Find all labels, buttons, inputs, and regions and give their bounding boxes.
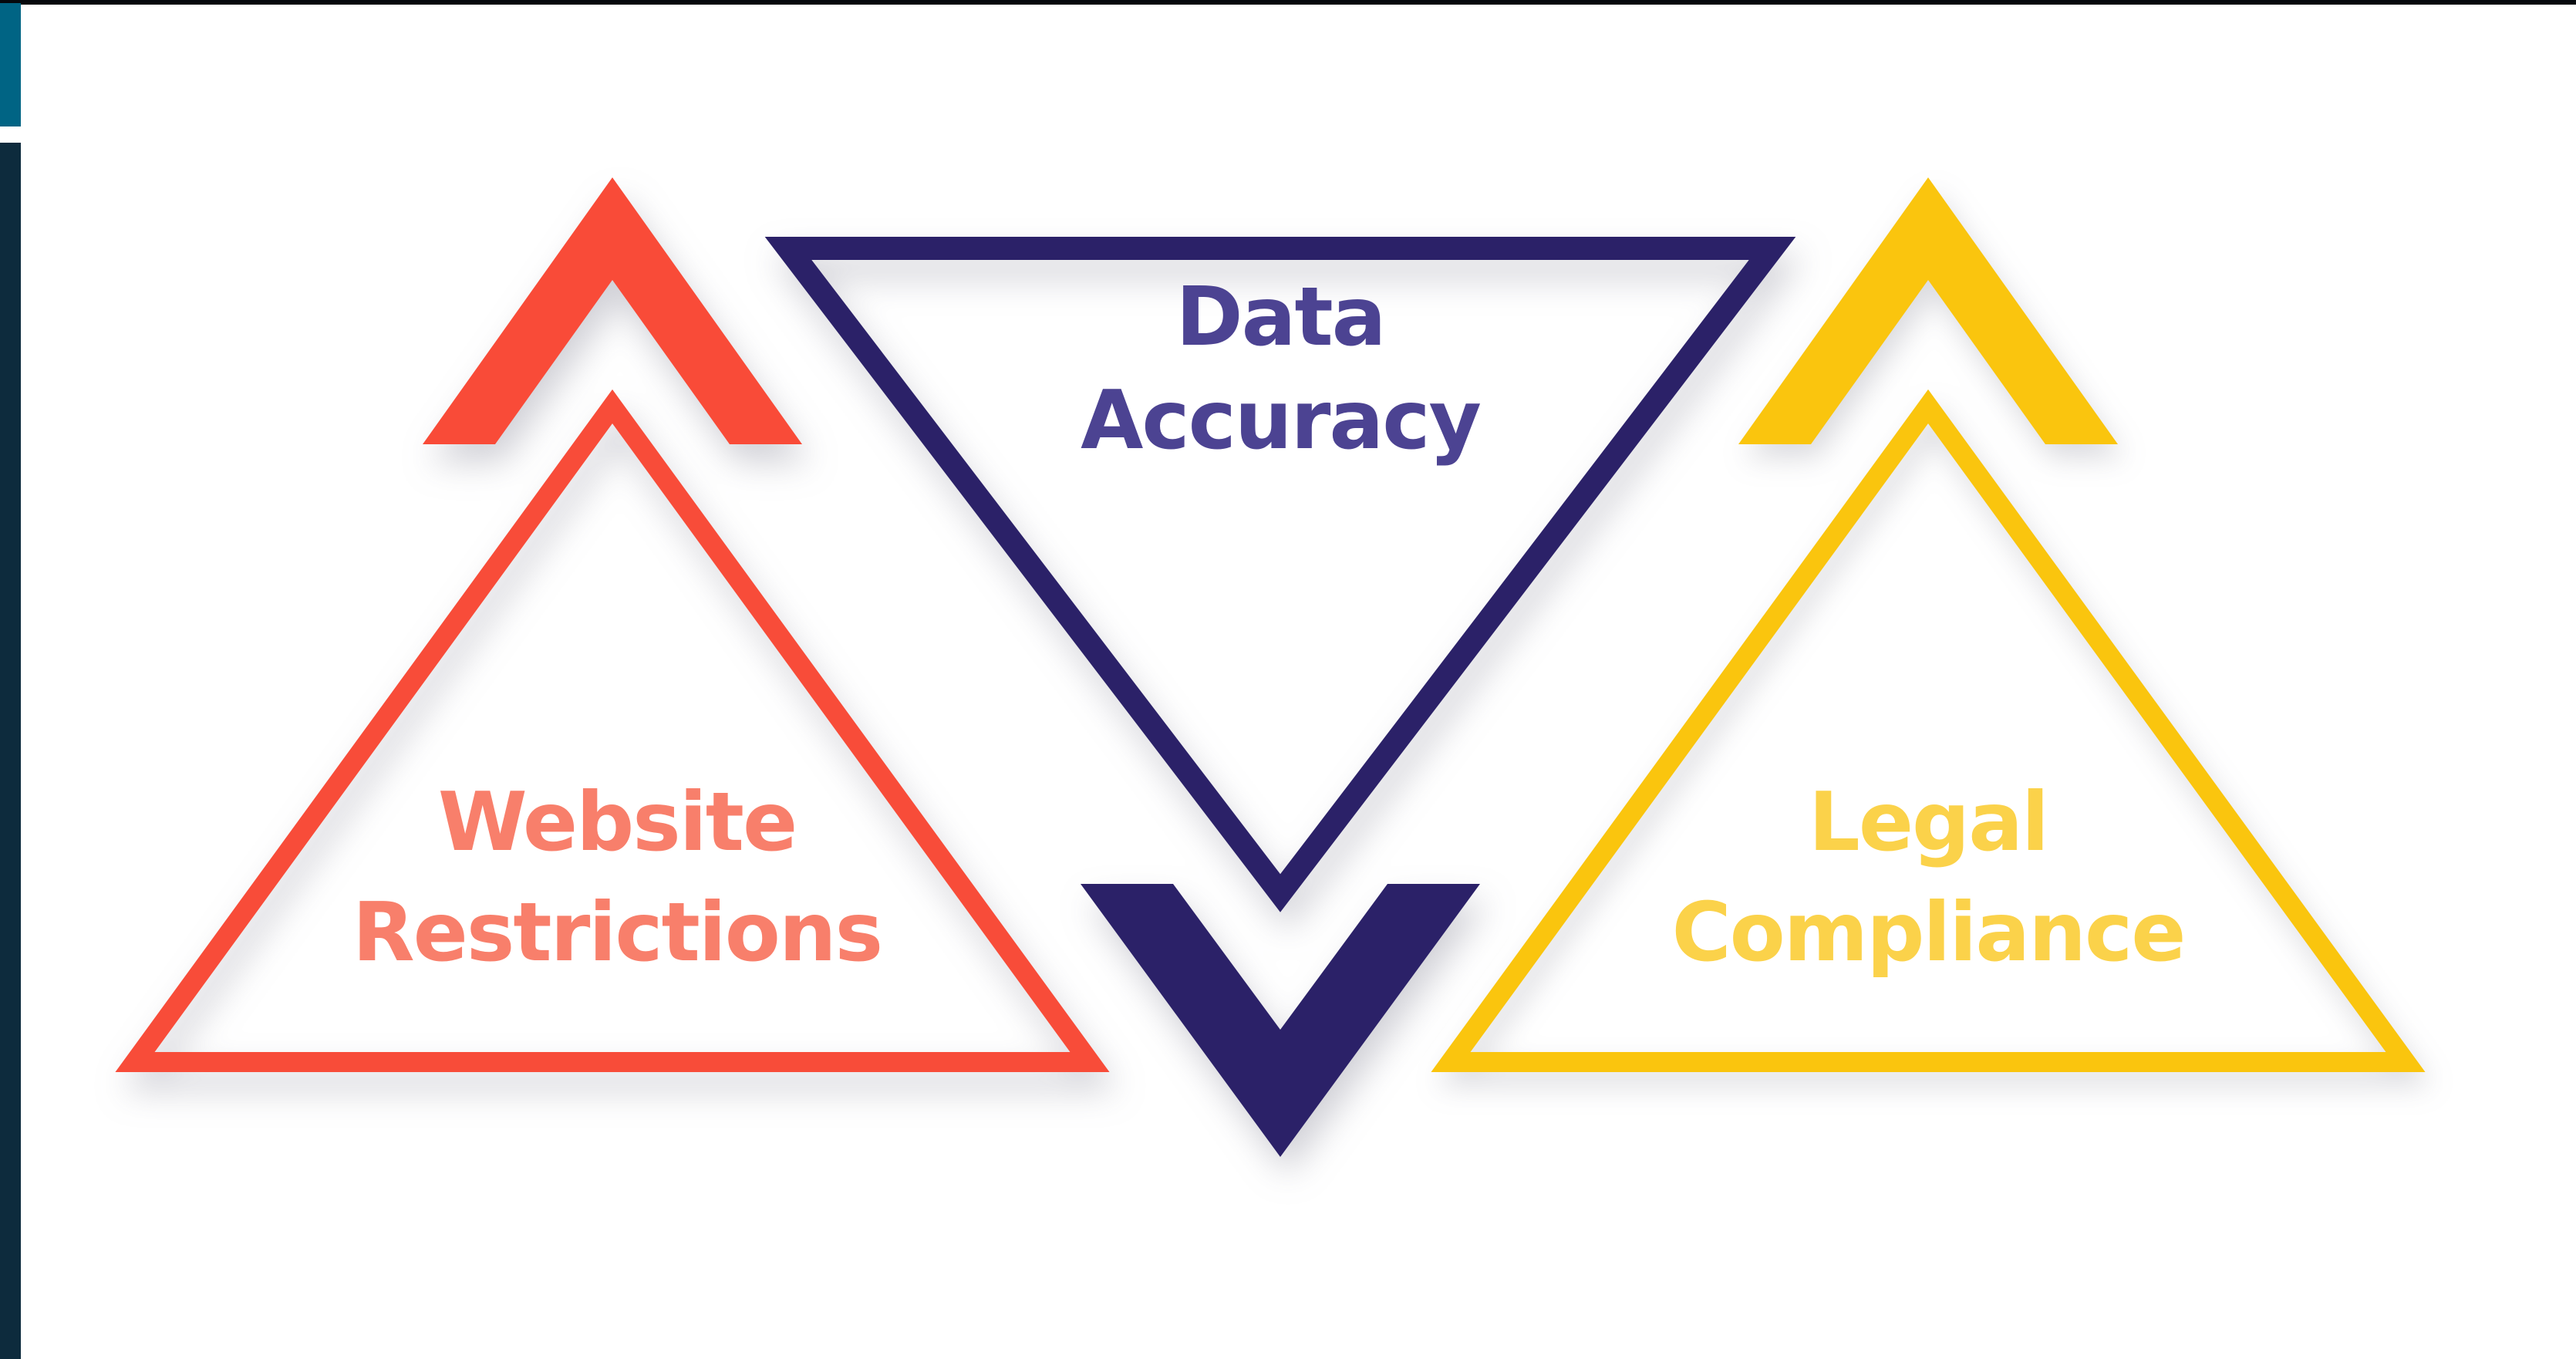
triangle-group-website-restrictions xyxy=(115,177,1110,1072)
chevron-up-icon-legal xyxy=(1738,177,2118,444)
left-navy-accent-bar xyxy=(0,143,21,1359)
triangle-group-data-accuracy xyxy=(764,237,1796,1157)
label-website-line1: Website xyxy=(438,775,796,869)
triangle-legal-outline xyxy=(1431,389,2426,1072)
label-website-line2: Restrictions xyxy=(352,885,882,980)
triangle-data-outline xyxy=(764,237,1796,912)
chevron-up-icon-website xyxy=(423,177,802,444)
chevron-down-icon-data xyxy=(1081,884,1480,1157)
label-data-line2: Accuracy xyxy=(1081,373,1480,467)
label-data-line1: Data xyxy=(1175,270,1384,364)
left-teal-accent-bar xyxy=(0,3,21,126)
top-edge-bar xyxy=(0,0,2576,5)
label-legal-line1: Legal xyxy=(1809,775,2048,869)
triangle-group-legal-compliance xyxy=(1431,177,2426,1072)
label-legal-line2: Compliance xyxy=(1672,885,2185,980)
triangle-website-outline xyxy=(115,389,1110,1072)
